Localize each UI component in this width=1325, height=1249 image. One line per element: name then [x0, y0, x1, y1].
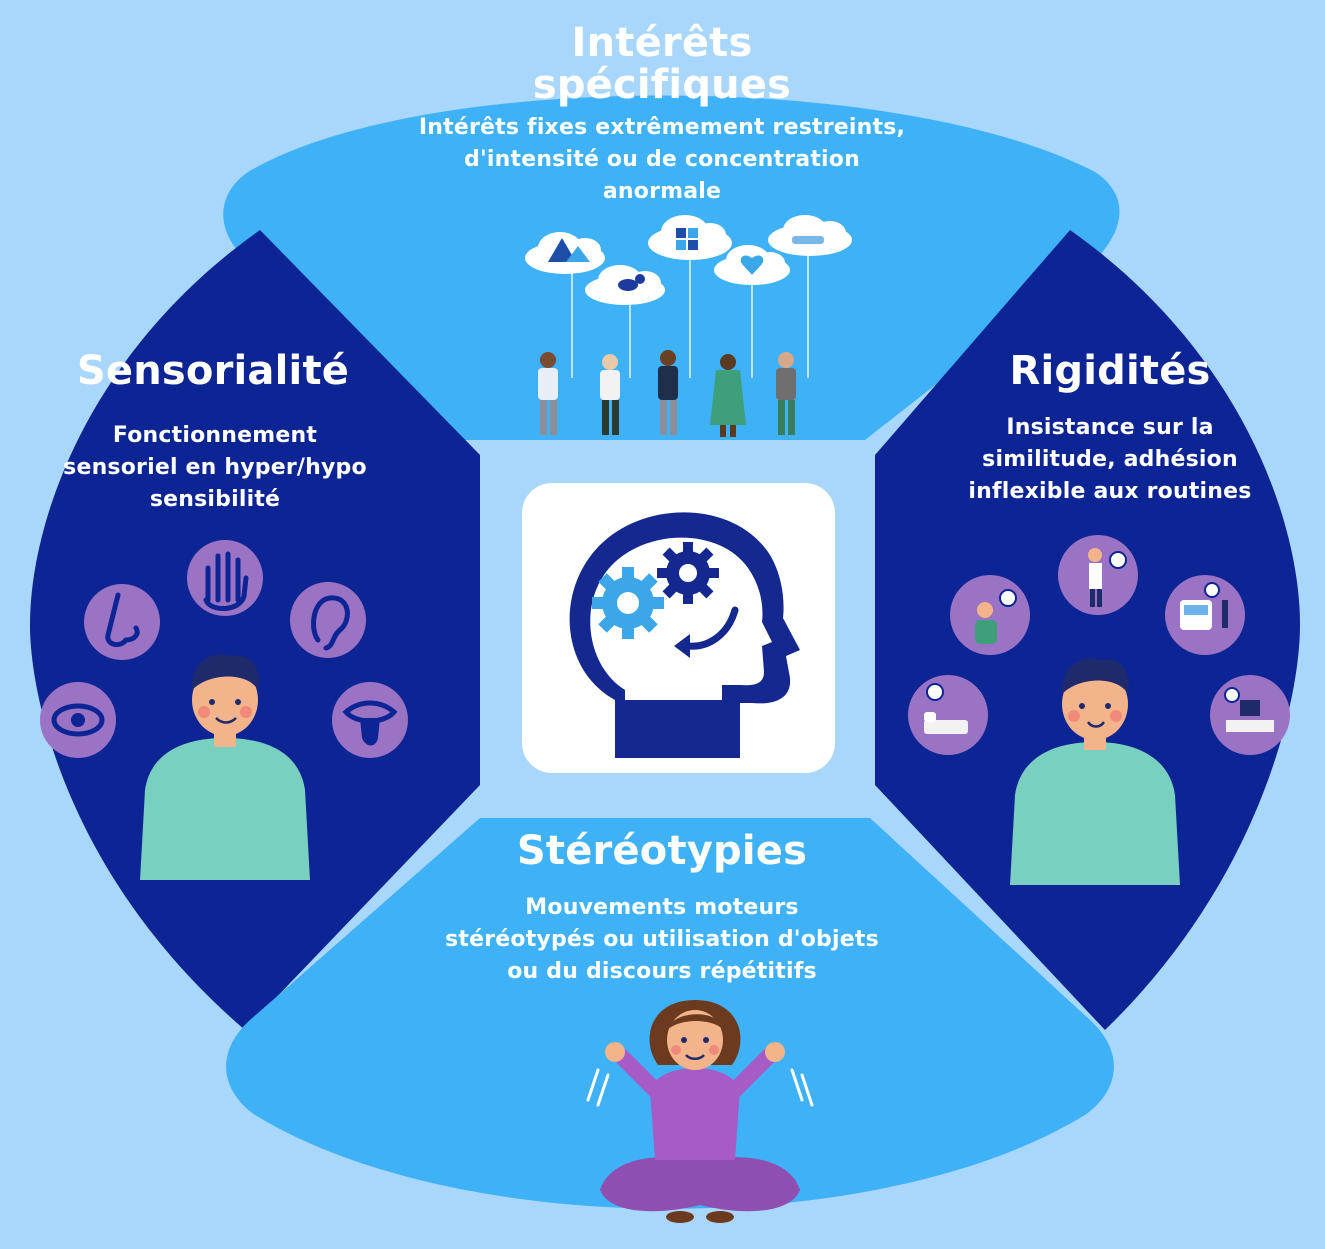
puzzle-cloud-icon	[648, 215, 732, 260]
center-card	[522, 483, 835, 773]
boy-figure	[140, 654, 310, 880]
bed-clock-icon	[908, 675, 988, 755]
desc-line: Fonctionnement	[112, 423, 318, 448]
desc-line: Mouvements moteurs	[525, 895, 799, 920]
desc-line: stéréotypés ou utilisation d'objets	[445, 927, 879, 952]
desc-line: ou du discours répétitifs	[507, 959, 817, 984]
bottom-title: Stéréotypies	[462, 830, 862, 872]
right-description: Insistance sur la similitude, adhésion i…	[945, 412, 1275, 508]
top-panel	[223, 95, 1120, 440]
girl-figure	[586, 1000, 814, 1223]
nose-icon	[84, 584, 160, 660]
desc-line: d'intensité ou de concentration	[464, 147, 860, 172]
top-description: Intérêts fixes extrêmement restreints, d…	[362, 112, 962, 208]
person-figure	[538, 352, 558, 435]
tongue-icon	[332, 682, 408, 758]
left-panel	[30, 230, 480, 1030]
desc-line: Insistance sur la	[1006, 415, 1214, 440]
title-line: Sensorialité	[76, 348, 350, 394]
bottom-description: Mouvements moteurs stéréotypés ou utilis…	[362, 892, 962, 988]
senses-illustration	[40, 540, 408, 880]
car-cloud-icon	[768, 215, 852, 256]
navy-gear-icon	[657, 542, 719, 604]
desc-line: inflexible aux routines	[968, 479, 1252, 504]
desc-line: Intérêts fixes extrêmement restreints,	[418, 115, 906, 140]
desc-line: sensoriel en hyper/hypo	[63, 455, 367, 480]
mountain-cloud-icon	[525, 232, 605, 274]
cycle-arrow-icon	[601, 521, 666, 564]
right-title: Rigidités	[970, 350, 1250, 392]
title-line: spécifiques	[532, 62, 792, 108]
right-panel	[875, 230, 1300, 1030]
blue-gear-icon	[592, 567, 664, 639]
people-group	[538, 350, 796, 437]
eating-clock-icon	[950, 575, 1030, 655]
cycle-arrow-icon	[684, 606, 739, 650]
person-figure	[776, 352, 796, 435]
top-title: Intérêts spécifiques	[462, 22, 862, 106]
motion-lines-icon	[586, 1068, 814, 1107]
person-figure	[658, 350, 678, 435]
hand-icon	[187, 540, 263, 616]
standing-clock-icon	[1058, 535, 1138, 615]
desk-clock-icon	[1210, 675, 1290, 755]
cat-cloud-icon	[585, 265, 665, 305]
desc-line: sensibilité	[149, 487, 281, 512]
left-description: Fonctionnement sensoriel en hyper/hypo s…	[45, 420, 385, 516]
boy-figure	[1010, 658, 1180, 885]
person-figure	[710, 354, 746, 437]
title-line: Stéréotypies	[516, 828, 808, 874]
title-line: Rigidités	[1009, 348, 1211, 394]
title-line: Intérêts	[571, 20, 753, 66]
head-gears-icon	[569, 512, 800, 758]
desc-line: anormale	[602, 179, 722, 204]
heart-cloud-icon	[714, 245, 790, 285]
left-title: Sensorialité	[53, 350, 373, 392]
interests-illustration	[525, 215, 852, 437]
bus-clock-icon	[1165, 575, 1245, 655]
routines-illustration	[908, 535, 1290, 885]
person-figure	[600, 354, 620, 435]
ear-icon	[290, 582, 366, 658]
eye-icon	[40, 682, 116, 758]
desc-line: similitude, adhésion	[982, 447, 1238, 472]
